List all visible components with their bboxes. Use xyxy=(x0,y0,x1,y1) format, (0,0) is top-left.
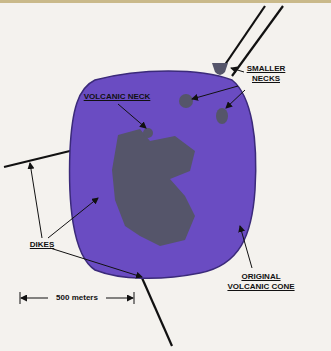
dikes-label: DIKES xyxy=(22,240,62,250)
top-strip xyxy=(0,0,331,3)
neck-label: VOLCANIC NECK xyxy=(82,92,152,102)
smaller-neck xyxy=(212,63,228,75)
dike-lines xyxy=(4,6,283,346)
smaller-neck xyxy=(216,108,228,124)
scale-bar xyxy=(20,292,134,304)
volcanic-neck xyxy=(112,129,195,246)
necks-label: SMALLER NECKS xyxy=(236,64,296,84)
scale-label: 500 meters xyxy=(48,293,106,303)
cone-label: ORIGINAL VOLCANIC CONE xyxy=(222,272,300,292)
volcanic-cone xyxy=(70,71,256,278)
smaller-neck xyxy=(179,94,193,108)
neck-knob xyxy=(143,128,153,138)
leader-lines xyxy=(30,68,252,277)
